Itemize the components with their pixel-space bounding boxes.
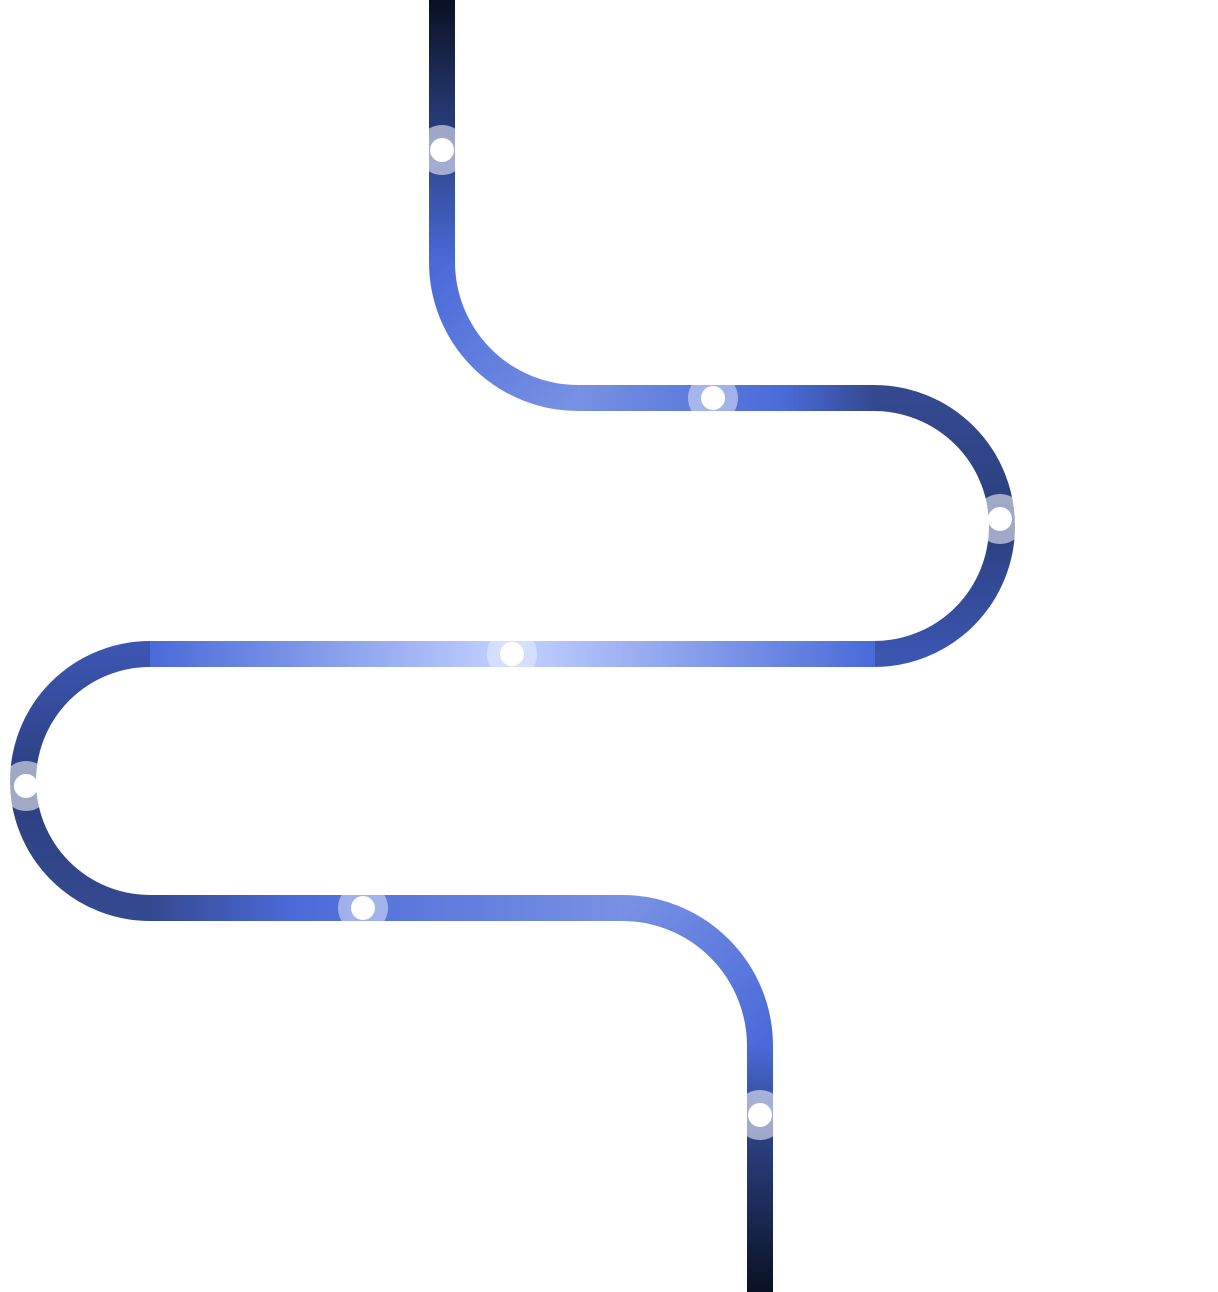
path-node xyxy=(735,1090,785,1140)
path-node xyxy=(417,125,467,175)
node-dot xyxy=(430,138,454,162)
path-segment-upper-left-curve xyxy=(429,261,579,411)
path-node xyxy=(975,494,1025,544)
node-dot xyxy=(988,507,1012,531)
path-node xyxy=(1,761,51,811)
node-dot xyxy=(14,774,38,798)
path-segment-lower-right-curve xyxy=(621,895,773,1047)
path-node xyxy=(338,883,388,933)
node-dot xyxy=(701,386,725,410)
path-node xyxy=(688,373,738,423)
node-dot xyxy=(351,896,375,920)
node-dot xyxy=(500,642,524,666)
path-nodes xyxy=(1,125,1025,1140)
path-node xyxy=(487,629,537,679)
node-dot xyxy=(748,1103,772,1127)
